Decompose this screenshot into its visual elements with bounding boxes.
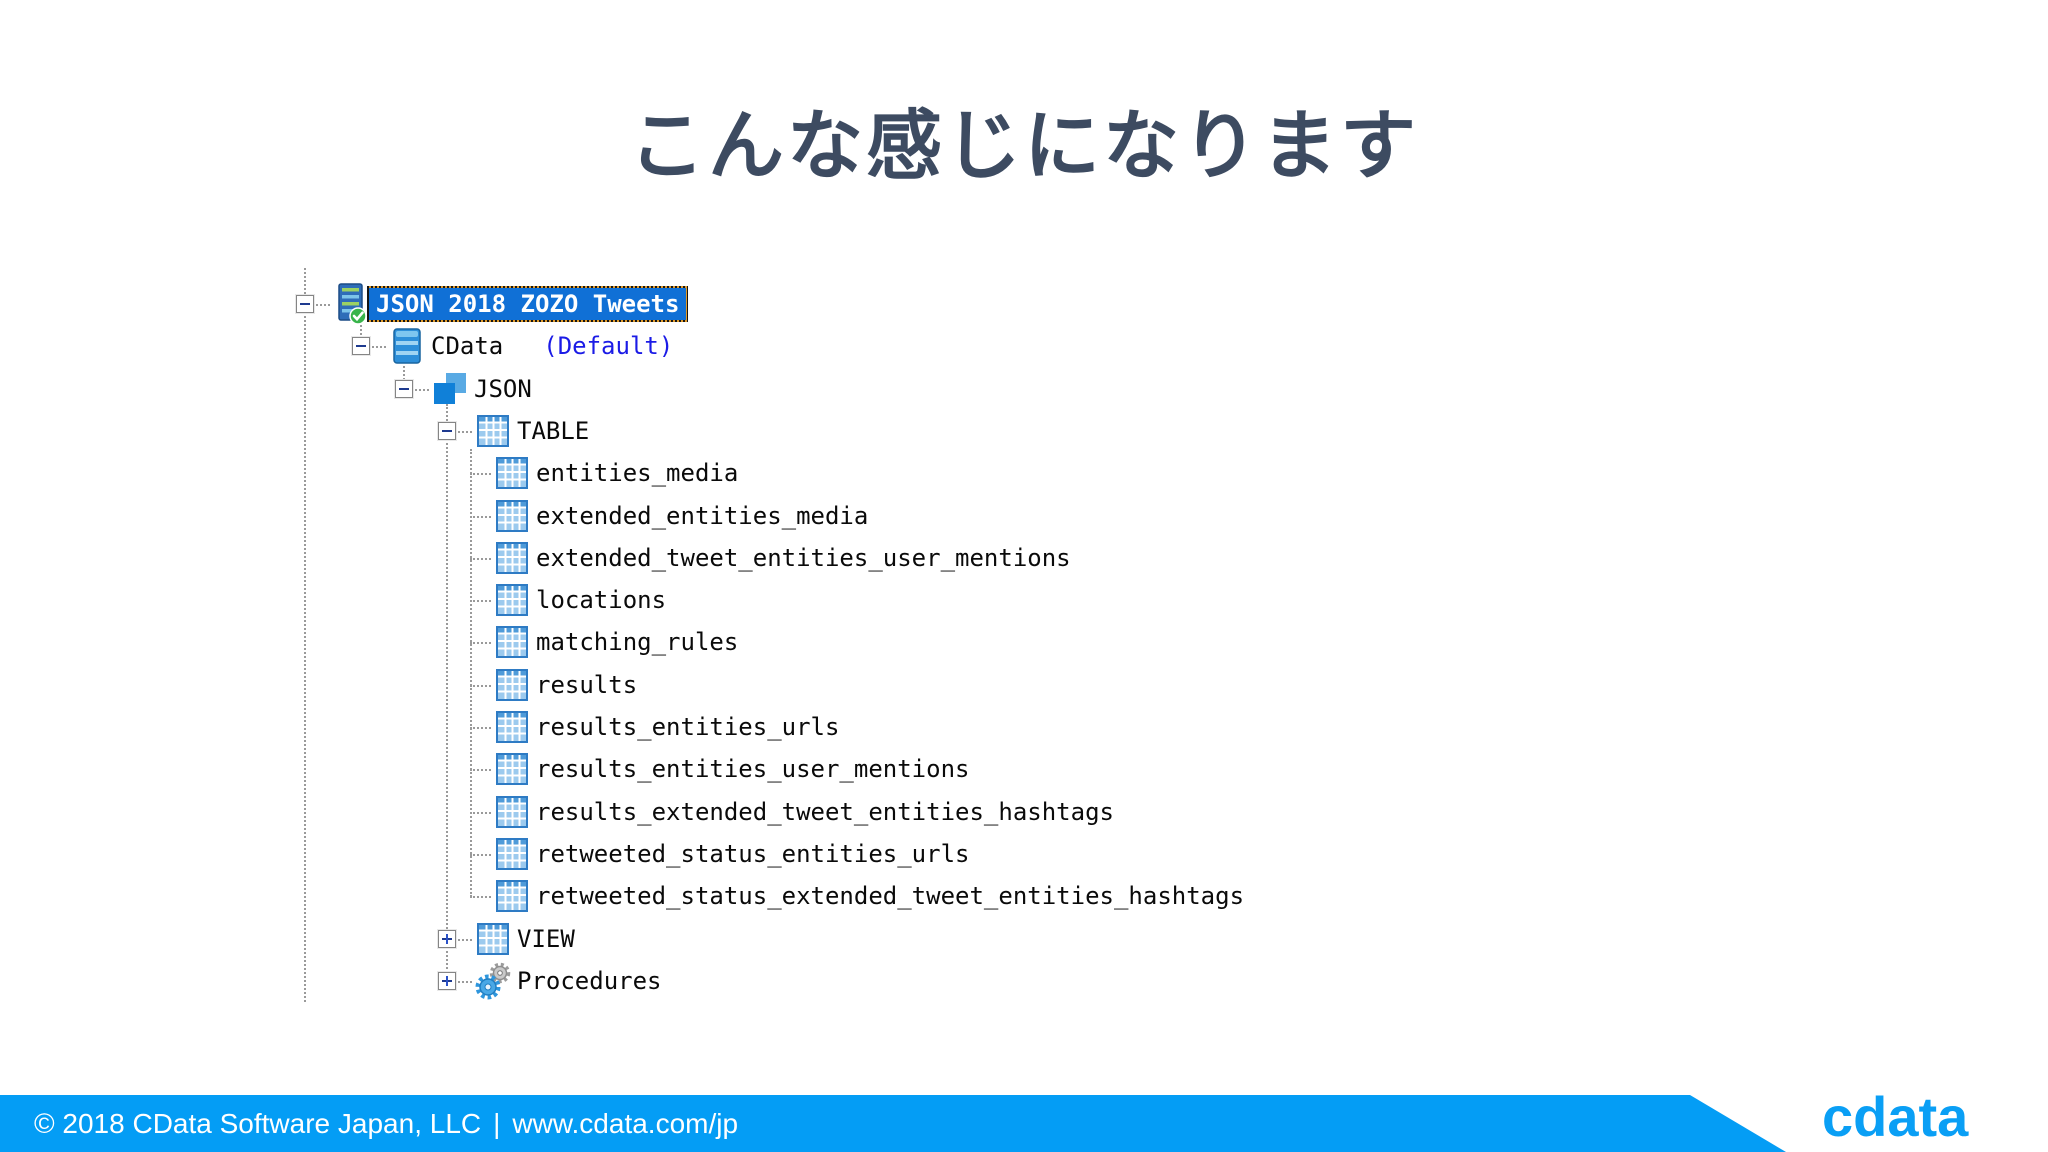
tree-connector-line <box>470 600 491 603</box>
tree-connector-line <box>470 557 491 560</box>
tree-node-results-entities-user-mentions[interactable]: results_entities_user_mentions <box>0 748 1400 790</box>
tree-connector-line <box>446 404 448 981</box>
footer-separator: | <box>493 1107 501 1139</box>
tree-node-label[interactable]: CData <box>431 332 504 361</box>
tree-node-extended-tweet-entities-user-mentions[interactable]: extended_tweet_entities_user_mentions <box>0 537 1400 579</box>
tree-node-label[interactable]: TABLE <box>517 416 590 445</box>
table-icon <box>492 791 532 833</box>
table-icon <box>492 621 532 663</box>
tree-node-results[interactable]: results <box>0 664 1400 706</box>
tree-node-extended-entities-media[interactable]: extended_entities_media <box>0 495 1400 537</box>
tree-connector-line <box>470 727 491 729</box>
tree-connector-line <box>313 304 330 306</box>
page-title: こんな感じになります <box>629 101 1419 190</box>
tree-connector-line <box>470 515 491 518</box>
tree-node-view[interactable]: VIEW <box>0 918 1400 960</box>
tree-node-entities-media[interactable]: entities_media <box>0 452 1400 494</box>
tree-node-json[interactable]: JSON <box>0 368 1400 410</box>
tree-connector-line <box>470 642 491 645</box>
tree-node-label[interactable]: locations <box>536 586 667 615</box>
tree-node-suffix: (Default) <box>543 332 674 361</box>
tree-node-label[interactable]: entities_media <box>536 459 739 488</box>
table-icon <box>492 875 532 917</box>
tree-connector-line <box>470 449 472 897</box>
footer-copyright: © 2018 CData Software Japan, LLC <box>34 1107 482 1139</box>
tree-node-label[interactable]: results_extended_tweet_entities_hashtags <box>536 797 1114 826</box>
expand-minus-icon[interactable] <box>352 337 370 356</box>
gears-icon <box>473 960 513 1002</box>
tree-connector-line <box>455 980 472 983</box>
database-icon <box>387 325 427 367</box>
tree-connector-line <box>470 896 491 899</box>
tree-connector-line <box>470 473 491 476</box>
table-icon <box>492 495 532 537</box>
tree-node-label[interactable]: Procedures <box>517 966 662 995</box>
footer-url[interactable]: www.cdata.com/jp <box>512 1107 739 1139</box>
tree-connector-line <box>360 318 362 342</box>
table-icon <box>492 833 532 875</box>
footer-accent-bar <box>0 1095 1786 1152</box>
tree-node-label[interactable]: results_entities_user_mentions <box>536 755 970 784</box>
expand-plus-icon[interactable] <box>438 971 456 990</box>
tree-connector-line <box>470 811 491 814</box>
tree-node-json-2018-zozo-tweets[interactable]: JSON 2018 ZOZO Tweets <box>0 283 1400 325</box>
selected-node-highlight: JSON 2018 ZOZO Tweets <box>367 286 689 322</box>
schema-icon <box>430 368 470 410</box>
tree-node-label[interactable]: retweeted_status_entities_urls <box>536 839 970 868</box>
footer: © 2018 CData Software Japan, LLC | www.c… <box>34 1095 738 1152</box>
table-icon <box>492 706 532 748</box>
tree-node-procedures[interactable]: Procedures <box>0 960 1400 1002</box>
expand-minus-icon[interactable] <box>395 379 413 398</box>
tree-node-label[interactable]: extended_tweet_entities_user_mentions <box>536 543 1071 572</box>
table-icon <box>492 452 532 494</box>
tree-connector-line <box>412 388 429 391</box>
table-icon <box>473 918 513 960</box>
tree-node-label[interactable]: JSON <box>474 374 532 403</box>
table-icon <box>492 664 532 706</box>
tree-node-label[interactable]: JSON 2018 ZOZO Tweets <box>369 288 687 320</box>
tree-connector-line <box>369 346 386 349</box>
tree-node-label[interactable]: results <box>536 670 638 699</box>
tree-node-table[interactable]: TABLE <box>0 410 1400 452</box>
tree-connector-line <box>304 268 306 1002</box>
expand-minus-icon[interactable] <box>296 295 314 313</box>
tree-node-locations[interactable]: locations <box>0 579 1400 621</box>
tree-connector-line <box>403 361 405 384</box>
table-icon <box>492 748 532 790</box>
tree-node-cdata[interactable]: CData (Default) <box>0 325 1400 367</box>
tree-connector-line <box>470 853 491 856</box>
tree-node-label[interactable]: results_entities_urls <box>536 713 840 741</box>
table-icon <box>492 537 532 579</box>
tree-node-label[interactable]: matching_rules <box>536 628 739 657</box>
cdata-logo: cdata <box>1822 1085 1969 1148</box>
expand-minus-icon[interactable] <box>438 421 456 440</box>
tree-connector-line <box>455 430 472 433</box>
tree-node-results-extended-tweet-entities-hashtags[interactable]: results_extended_tweet_entities_hashtags <box>0 791 1400 833</box>
tree-node-retweeted-status-extended-tweet-entities-hashtags[interactable]: retweeted_status_extended_tweet_entities… <box>0 875 1400 917</box>
table-icon <box>492 579 532 621</box>
expand-plus-icon[interactable] <box>438 929 456 948</box>
tree-connector-line <box>470 769 491 772</box>
tree-node-retweeted-status-entities-urls[interactable]: retweeted_status_entities_urls <box>0 833 1400 875</box>
tree-node-label[interactable]: retweeted_status_extended_tweet_entities… <box>536 882 1245 911</box>
tree-node-results-entities-urls[interactable]: results_entities_urls <box>0 706 1400 748</box>
tree-node-matching-rules[interactable]: matching_rules <box>0 621 1400 663</box>
tree-node-label[interactable]: extended_entities_media <box>536 501 869 530</box>
tree-node-label[interactable]: VIEW <box>517 924 575 953</box>
server-check-icon <box>331 283 371 325</box>
tree-connector-line <box>470 684 491 687</box>
table-icon <box>473 410 513 452</box>
tree-connector-line <box>455 938 472 941</box>
